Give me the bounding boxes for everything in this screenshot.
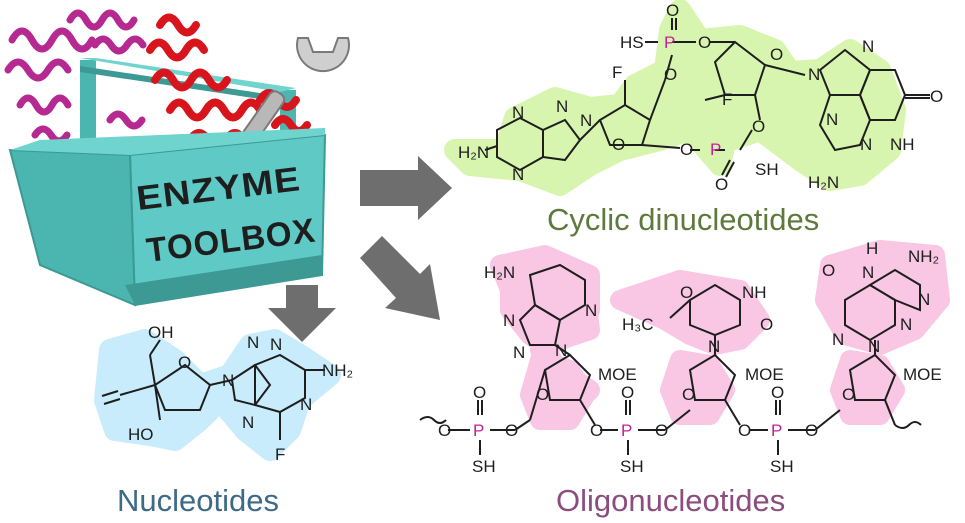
atom-label-n: N: [900, 315, 912, 334]
oligonucleotide-structure: H₂N N N N N O MOE O P O O SH O P O O SH …: [419, 239, 950, 476]
atom-label-o: O: [822, 261, 835, 280]
atom-label-o: O: [760, 315, 773, 334]
atom-label-nh2: NH₂: [908, 247, 939, 266]
atom-label-oh: OH: [148, 323, 174, 342]
cyclic-dinucleotide-structure: H₂N N N N N F O O HS P O O O F O O P O S…: [444, 0, 943, 196]
atom-label-n: N: [918, 290, 930, 309]
atom-label-sh: SH: [770, 457, 794, 476]
atom-label-nh2: NH₂: [322, 361, 353, 380]
nucleotide-structure: OH O HO N N N N N NH₂ F: [94, 323, 353, 464]
atom-label-h2n-left: H₂N: [458, 143, 489, 162]
atom-label-sh: SH: [472, 457, 496, 476]
atom-label-o: O: [178, 353, 191, 372]
atom-label-o: O: [770, 45, 783, 64]
atom-label-n: N: [868, 337, 880, 356]
atom-label-n: N: [222, 371, 234, 390]
atom-label-o: O: [505, 421, 518, 440]
atom-label-p: P: [664, 33, 675, 52]
arrow-to-oligonucleotides: [360, 236, 440, 320]
atom-label-p: P: [771, 421, 782, 440]
oligonucleotides-caption: Oligonucleotides: [556, 483, 786, 518]
atom-label-ho: HO: [128, 425, 154, 444]
atom-label-o: O: [842, 385, 855, 404]
atom-label-o: O: [738, 421, 751, 440]
atom-label-h: H: [866, 239, 878, 258]
atom-label-n: N: [862, 37, 874, 56]
atom-label-n: N: [860, 135, 872, 154]
atom-label-n: N: [862, 263, 874, 282]
protein-structure-magenta: [4, 9, 147, 145]
atom-label-n: N: [512, 103, 524, 122]
atom-label-p: P: [621, 421, 632, 440]
atom-label-n: N: [300, 395, 312, 414]
atom-label-f: F: [275, 445, 285, 464]
atom-label-moe: MOE: [903, 365, 942, 384]
atom-label-n: N: [503, 311, 515, 330]
atom-label-o: O: [536, 385, 549, 404]
atom-label-o: O: [612, 135, 625, 154]
atom-label-h2n: H₂N: [484, 263, 515, 282]
atom-label-n: N: [555, 341, 567, 360]
atom-label-o: O: [680, 140, 693, 159]
atom-label-o: O: [590, 421, 603, 440]
atom-label-moe: MOE: [598, 365, 637, 384]
atom-label-o: O: [805, 421, 818, 440]
atom-label-n: N: [270, 335, 282, 354]
atom-label-n: N: [708, 337, 720, 356]
atom-label-o: O: [438, 421, 451, 440]
atom-label-n: N: [247, 333, 259, 352]
atom-label-o: O: [930, 87, 943, 106]
atom-label-n: N: [242, 413, 254, 432]
atom-label-o: O: [621, 383, 634, 402]
atom-label-f: F: [612, 63, 622, 82]
atom-label-h3c: H₃C: [622, 315, 653, 334]
atom-label-n: N: [808, 65, 820, 84]
atom-label-n: N: [512, 165, 524, 184]
toolbox-body: [8, 128, 327, 307]
atom-label-n: N: [556, 97, 568, 116]
atom-label-h2n-right: H₂N: [808, 173, 839, 192]
atom-label-o: O: [715, 175, 728, 194]
atom-label-o: O: [771, 383, 784, 402]
nucleotides-caption: Nucleotides: [117, 483, 279, 518]
atom-label-sh: SH: [620, 457, 644, 476]
atom-label-n: N: [585, 301, 597, 320]
arrow-to-cyclic: [360, 156, 452, 220]
atom-label-o: O: [655, 421, 668, 440]
atom-label-o: O: [666, 1, 679, 20]
atom-label-hs: HS: [620, 33, 644, 52]
atom-label-nh: NH: [742, 283, 767, 302]
atom-label-p: P: [473, 421, 484, 440]
atom-label-n: N: [580, 111, 592, 130]
atom-label-n: N: [826, 110, 838, 129]
atom-label-nh: NH: [890, 135, 915, 154]
atom-label-p: P: [710, 140, 721, 159]
atom-label-f: F: [722, 90, 732, 109]
atom-label-o: O: [664, 65, 677, 84]
atom-label-moe: MOE: [745, 365, 784, 384]
atom-label-o: O: [682, 385, 695, 404]
atom-label-o: O: [473, 383, 486, 402]
atom-label-o: O: [680, 283, 693, 302]
atom-label-o: O: [698, 33, 711, 52]
atom-label-sh: SH: [755, 160, 779, 179]
atom-label-o: O: [752, 117, 765, 136]
toolbox-illustration: ENZYME TOOLBOX: [4, 9, 350, 307]
atom-label-n: N: [832, 330, 844, 349]
cyclic-dinucleotides-caption: Cyclic dinucleotides: [547, 202, 820, 237]
atom-label-n: N: [513, 343, 525, 362]
arrow-to-nucleotides: [268, 285, 336, 342]
